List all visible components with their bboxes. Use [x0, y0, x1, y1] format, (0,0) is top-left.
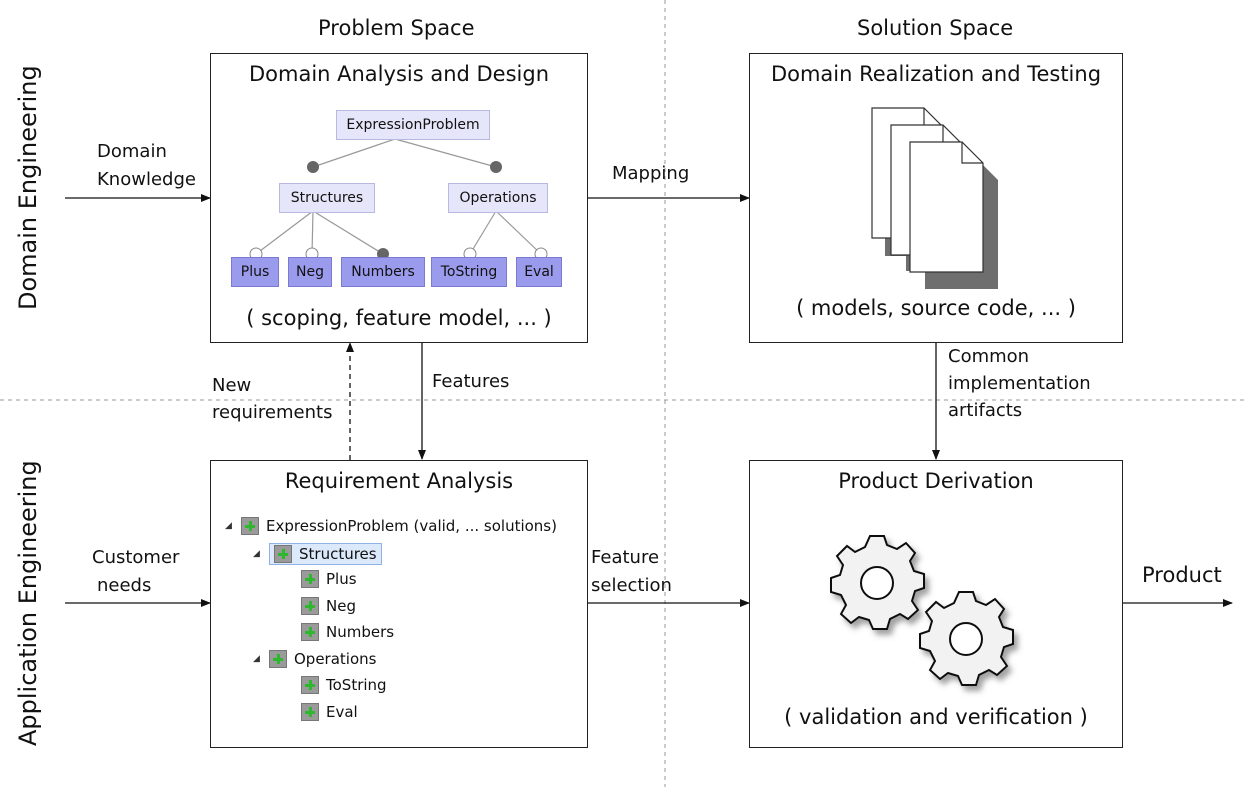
- mapping-label: Mapping: [612, 163, 690, 184]
- tree-row-eval[interactable]: Eval: [301, 703, 358, 721]
- mandatory-marker: [307, 161, 319, 173]
- new-requirements-label-1: New: [212, 375, 252, 396]
- tree-row-plus[interactable]: Plus: [301, 570, 357, 588]
- domain-analysis-caption: ( scoping, feature model, ... ): [246, 306, 552, 330]
- common-artifacts-label-1: Common: [948, 346, 1030, 367]
- tree-row-root[interactable]: ◢ ExpressionProblem (valid, ... solution…: [225, 517, 557, 535]
- requirement-analysis-title: Requirement Analysis: [284, 469, 514, 493]
- feature-expressionproblem: ExpressionProblem: [336, 110, 490, 140]
- feature-selection-label-2: selection: [591, 575, 672, 596]
- feature-operations: Operations: [448, 183, 548, 213]
- tree-label: Plus: [326, 570, 357, 588]
- tree-label: Neg: [326, 597, 356, 615]
- common-artifacts-label-3: artifacts: [948, 400, 1023, 421]
- tree-label: Numbers: [326, 623, 395, 641]
- feature-eval: Eval: [516, 257, 562, 287]
- requirement-analysis-box: Requirement Analysis ◢ ExpressionProblem…: [210, 460, 588, 748]
- tree-row-neg[interactable]: Neg: [301, 597, 356, 615]
- domain-realization-caption: ( models, source code, ... ): [796, 296, 1076, 320]
- feature-checkbox-icon[interactable]: [301, 570, 319, 588]
- domain-realization-title: Domain Realization and Testing: [770, 62, 1102, 86]
- feature-neg: Neg: [288, 257, 332, 287]
- tree-label: Eval: [326, 703, 358, 721]
- common-artifacts-label-2: implementation: [948, 373, 1091, 394]
- feature-checkbox-icon[interactable]: [241, 517, 259, 535]
- feature-structures: Structures: [279, 183, 375, 213]
- feature-numbers: Numbers: [341, 257, 425, 287]
- feature-checkbox-icon[interactable]: [269, 650, 287, 668]
- gears-icon: [830, 535, 1014, 686]
- problem-space-title: Problem Space: [318, 16, 475, 40]
- feature-selection-label-1: Feature: [591, 547, 660, 568]
- customer-needs-label-2: needs: [97, 575, 152, 596]
- tree-label: ToString: [326, 676, 387, 694]
- domain-realization-box: Domain Realization and Testing ( models,…: [749, 53, 1123, 343]
- domain-analysis-box: Domain Analysis and Design ExpressionPro…: [210, 53, 588, 343]
- tree-label: Structures: [299, 545, 377, 563]
- domain-analysis-title: Domain Analysis and Design: [248, 62, 550, 86]
- product-label: Product: [1142, 563, 1222, 587]
- domain-knowledge-label-2: Knowledge: [97, 169, 196, 190]
- customer-needs-label-1: Customer: [92, 547, 180, 568]
- features-label: Features: [432, 371, 510, 392]
- documents-icon: [871, 107, 998, 289]
- feature-checkbox-icon[interactable]: [301, 623, 319, 641]
- feature-checkbox-icon[interactable]: [301, 703, 319, 721]
- collapse-icon[interactable]: ◢: [225, 521, 232, 531]
- collapse-icon[interactable]: ◢: [253, 654, 260, 664]
- collapse-icon[interactable]: ◢: [253, 549, 260, 559]
- product-derivation-box: Product Derivation ( validation and veri…: [749, 460, 1123, 748]
- tree-label: Operations: [294, 650, 377, 668]
- product-derivation-caption: ( validation and verification ): [784, 705, 1088, 729]
- selected-item: Structures: [269, 543, 382, 565]
- tree-row-structures[interactable]: ◢ Structures: [253, 543, 382, 565]
- mandatory-marker: [490, 161, 502, 173]
- tree-row-operations[interactable]: ◢ Operations: [253, 650, 376, 668]
- tree-label: ExpressionProblem (valid, ... solutions): [266, 517, 557, 535]
- domain-knowledge-label-1: Domain: [97, 141, 167, 162]
- domain-engineering-label: Domain Engineering: [14, 65, 42, 310]
- feature-checkbox-icon[interactable]: [301, 676, 319, 694]
- feature-plus: Plus: [231, 257, 279, 287]
- tree-row-numbers[interactable]: Numbers: [301, 623, 394, 641]
- application-engineering-label: Application Engineering: [14, 460, 42, 746]
- feature-tostring: ToString: [431, 257, 507, 287]
- tree-row-tostring[interactable]: ToString: [301, 676, 387, 694]
- feature-checkbox-icon[interactable]: [274, 545, 292, 563]
- product-derivation-title: Product Derivation: [838, 469, 1034, 493]
- feature-checkbox-icon[interactable]: [301, 597, 319, 615]
- solution-space-title: Solution Space: [857, 16, 1014, 40]
- new-requirements-label-2: requirements: [212, 402, 333, 423]
